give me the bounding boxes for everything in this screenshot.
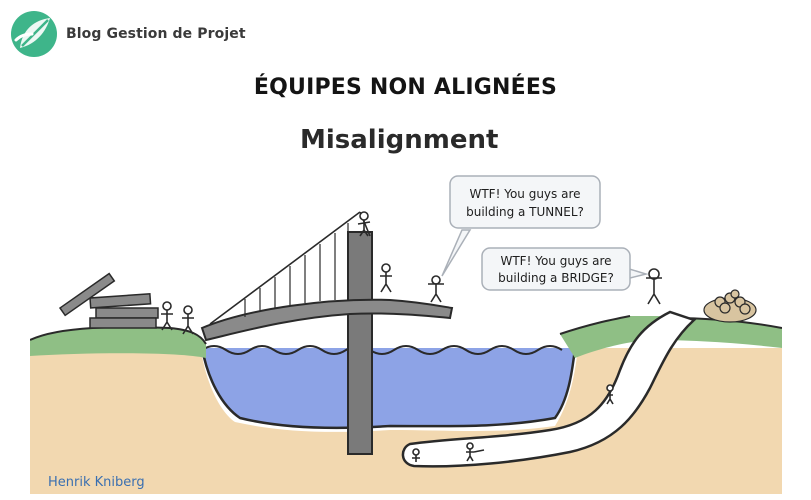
- misalignment-cartoon: WTF! You guys are building a TUNNEL? WTF…: [30, 125, 782, 494]
- water-waves: [201, 345, 563, 355]
- planks-pile: [58, 272, 159, 329]
- bridge-pillar: [347, 231, 373, 455]
- speech-bubble-tunnel: WTF! You guys are building a TUNNEL?: [441, 175, 601, 277]
- river-water: [202, 348, 575, 428]
- brand-name: Blog Gestion de Projet: [66, 26, 246, 42]
- bridge-cable: [209, 211, 361, 325]
- artist-signature: Henrik Kniberg: [48, 475, 145, 490]
- bubble-tunnel-line2: building a TUNNEL?: [466, 205, 584, 219]
- riverbed-outline: [200, 347, 577, 430]
- bridge-deck: [200, 298, 454, 342]
- bubble-bridge-line2: building a BRIDGE?: [498, 271, 614, 285]
- stick-figures: [161, 211, 662, 462]
- bubble-tunnel-line1: WTF! You guys are: [469, 187, 580, 201]
- grass-left: [30, 327, 206, 358]
- bridge-suspenders: [244, 223, 349, 317]
- ground: [30, 344, 782, 494]
- speech-bubble-bridge: WTF! You guys are building a BRIDGE?: [481, 247, 649, 291]
- bubble-bridge-line1: WTF! You guys are: [500, 254, 611, 268]
- brand-header[interactable]: Blog Gestion de Projet: [10, 8, 246, 60]
- rock-pile: [703, 289, 757, 323]
- leaf-logo-icon: [11, 11, 57, 57]
- illustration-title: Misalignment: [300, 125, 498, 155]
- page-title: ÉQUIPES NON ALIGNÉES: [253, 75, 558, 100]
